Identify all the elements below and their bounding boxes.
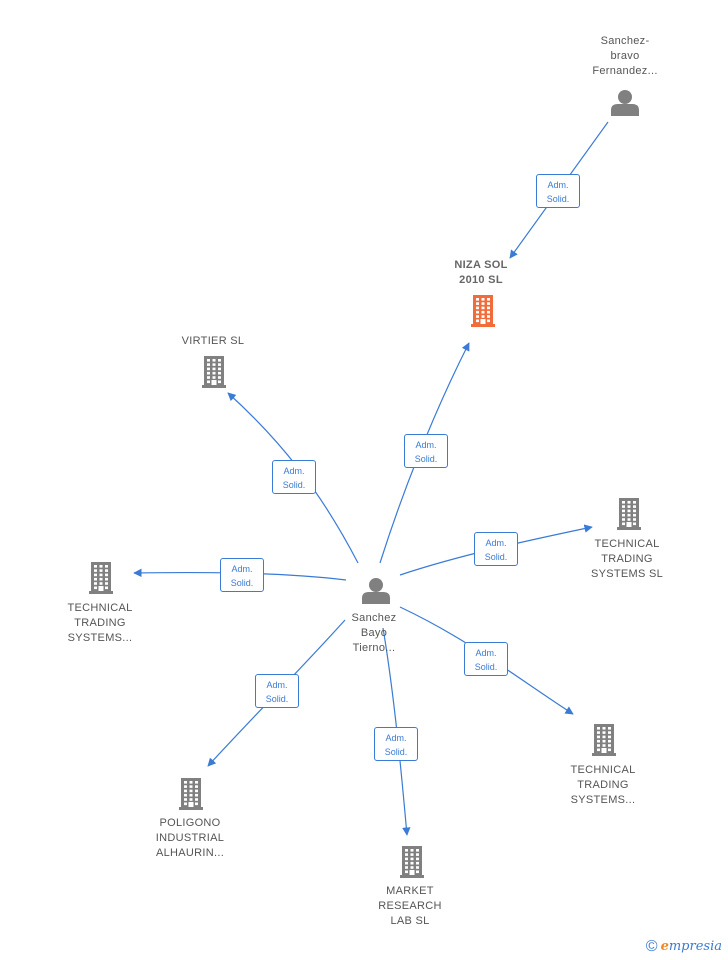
relation-badge-text: Adm. <box>266 680 288 690</box>
footer-brand: ©empresia <box>646 938 722 956</box>
relation-badge[interactable]: Adm. Solid. <box>220 558 264 592</box>
relation-badge-text: Adm. <box>475 648 497 658</box>
relation-badge-text: Adm. <box>547 180 569 190</box>
node-label-line: TRADING <box>577 779 629 791</box>
node-label-niza-sol[interactable]: NIZA SOL 2010 SL <box>436 258 526 288</box>
node-label-line: TRADING <box>74 617 126 629</box>
node-label-line: NIZA SOL <box>454 259 508 271</box>
building-icon-tts-right[interactable] <box>617 498 641 530</box>
relation-badge-text: Solid. <box>484 552 508 562</box>
person-icon-sanchez-bravo[interactable] <box>611 90 639 116</box>
node-label-market[interactable]: MARKET RESEARCH LAB SL <box>355 884 465 929</box>
relation-badge[interactable]: Adm. Solid. <box>464 642 508 676</box>
node-label-poligono[interactable]: POLIGONO INDUSTRIAL ALHAURIN... <box>135 816 245 861</box>
node-label-virtier[interactable]: VIRTIER SL <box>163 334 263 349</box>
node-label-line: SYSTEMS... <box>67 632 133 644</box>
node-label-line: POLIGONO <box>159 817 221 829</box>
node-label-line: 2010 SL <box>459 274 503 286</box>
node-label-line: bravo <box>610 50 640 62</box>
node-label-line: Fernandez... <box>592 65 658 77</box>
node-label-line: RESEARCH <box>378 900 442 912</box>
node-label-line: TECHNICAL <box>67 602 133 614</box>
node-label-line: SYSTEMS SL <box>590 568 664 580</box>
node-label-line: ALHAURIN... <box>155 847 225 859</box>
building-icon-virtier[interactable] <box>202 356 226 388</box>
relation-badge-text: Solid. <box>265 694 289 704</box>
relation-badge-text: Solid. <box>474 662 498 672</box>
node-label-line: TECHNICAL <box>594 538 660 550</box>
person-icon-sanchez-bayo[interactable] <box>362 578 390 604</box>
node-label-line: Sanchez <box>351 612 397 624</box>
relation-badge-text: Adm. <box>283 466 305 476</box>
relation-badge-text: Adm. <box>485 538 507 548</box>
relation-badge[interactable]: Adm. Solid. <box>536 174 580 208</box>
relation-badge[interactable]: Adm. Solid. <box>272 460 316 494</box>
relation-badge-text: Adm. <box>231 564 253 574</box>
relation-badge[interactable]: Adm. Solid. <box>374 727 418 761</box>
node-label-line: INDUSTRIAL <box>155 832 225 844</box>
relation-badge-text: Solid. <box>384 747 408 757</box>
building-icon-niza-sol[interactable] <box>471 295 495 327</box>
node-label-line: VIRTIER SL <box>181 335 245 347</box>
node-label-line: MARKET <box>386 885 434 897</box>
relation-badge-text: Adm. <box>415 440 437 450</box>
node-label-tts-lowright[interactable]: TECHNICAL TRADING SYSTEMS... <box>548 763 658 808</box>
relation-badge-text: Solid. <box>282 480 306 490</box>
building-icon-poligono[interactable] <box>179 778 203 810</box>
building-icon-tts-left[interactable] <box>89 562 113 594</box>
node-label-tts-right[interactable]: TECHNICAL TRADING SYSTEMS SL <box>572 537 682 582</box>
brand-logo: empresia <box>660 939 722 954</box>
node-label-line: LAB SL <box>390 915 430 927</box>
node-label-line: TECHNICAL <box>570 764 636 776</box>
node-label-line: Sanchez- <box>600 35 650 47</box>
relation-badge-text: Adm. <box>385 733 407 743</box>
copyright-symbol: © <box>645 938 658 955</box>
relation-badge-text: Solid. <box>414 454 438 464</box>
node-label-tts-left[interactable]: TECHNICAL TRADING SYSTEMS... <box>45 601 155 646</box>
node-label-line: TRADING <box>601 553 653 565</box>
building-icon-market[interactable] <box>400 846 424 878</box>
relation-badge[interactable]: Adm. Solid. <box>404 434 448 468</box>
node-label-line: SYSTEMS... <box>570 794 636 806</box>
relation-badge-text: Solid. <box>546 194 570 204</box>
relation-badge[interactable]: Adm. Solid. <box>474 532 518 566</box>
relation-badge-text: Solid. <box>230 578 254 588</box>
node-label-line: Bayo <box>360 627 388 639</box>
relation-badge[interactable]: Adm. Solid. <box>255 674 299 708</box>
building-icon-tts-lowright[interactable] <box>592 724 616 756</box>
node-label-line: Tierno... <box>352 642 396 654</box>
